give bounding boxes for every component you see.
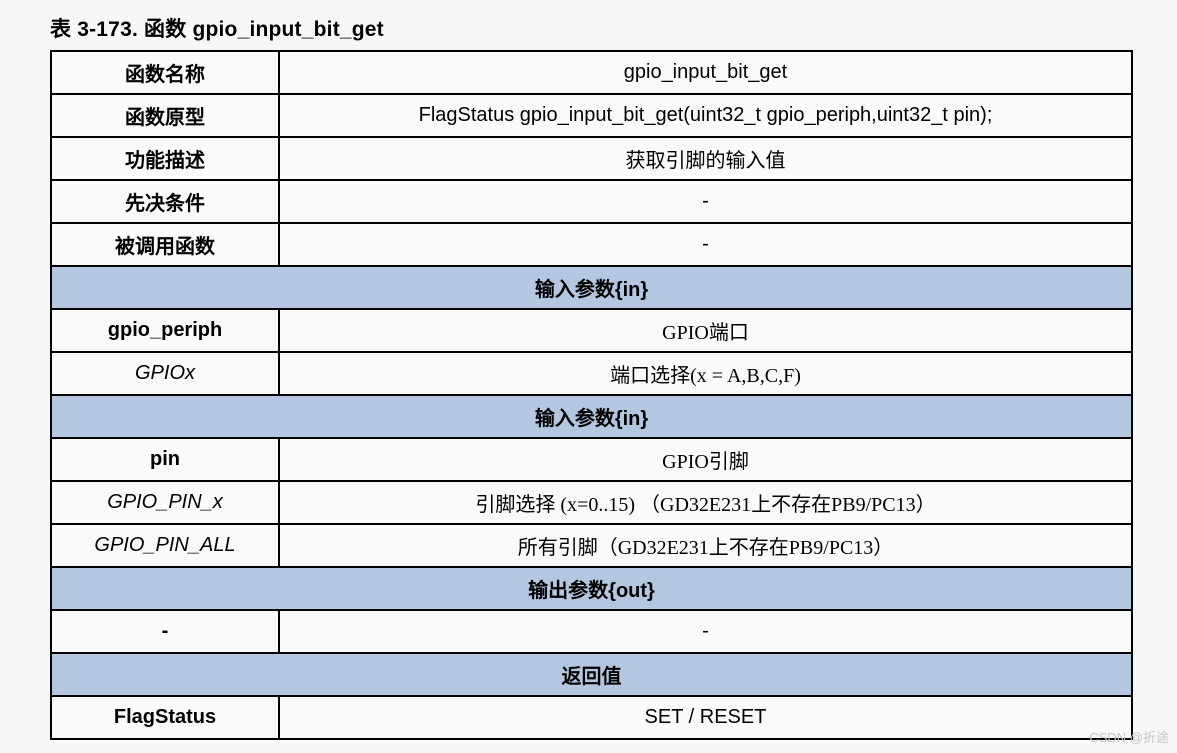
row-value: 所有引脚（GD32E231上不存在PB9/PC13） [278,523,1133,568]
table-caption: 表 3-173. 函数 gpio_input_bit_get [50,18,384,41]
section-header: 返回值 [50,652,1133,697]
section-row: 输入参数{in} [50,265,1133,310]
row-label: 被调用函数 [50,222,280,267]
row-value: GPIO引脚 [278,437,1133,482]
row-label: pin [50,437,280,482]
row-value: 端口选择(x = A,B,C,F) [278,351,1133,396]
row-value: - [278,222,1133,267]
row-value: - [278,609,1133,654]
row-label: 函数原型 [50,93,280,138]
row-label: 功能描述 [50,136,280,181]
row-value: gpio_input_bit_get [278,50,1133,95]
table-row: -- [50,609,1133,654]
section-row: 返回值 [50,652,1133,697]
section-header: 输出参数{out} [50,566,1133,611]
table-row: 功能描述获取引脚的输入值 [50,136,1133,181]
row-label: GPIO_PIN_x [50,480,280,525]
row-label: 先决条件 [50,179,280,224]
section-header: 输入参数{in} [50,265,1133,310]
row-value: 引脚选择 (x=0..15) （GD32E231上不存在PB9/PC13） [278,480,1133,525]
row-label: FlagStatus [50,695,280,740]
row-label: GPIOx [50,351,280,396]
row-value: GPIO端口 [278,308,1133,353]
table-row: 先决条件- [50,179,1133,224]
row-value: SET / RESET [278,695,1133,740]
section-row: 输出参数{out} [50,566,1133,611]
row-label: gpio_periph [50,308,280,353]
row-label: GPIO_PIN_ALL [50,523,280,568]
row-value: FlagStatus gpio_input_bit_get(uint32_t g… [278,93,1133,138]
row-label: - [50,609,280,654]
csdn-watermark: CSDN @折途 [1089,730,1169,745]
row-value: 获取引脚的输入值 [278,136,1133,181]
row-value: - [278,179,1133,224]
section-row: 输入参数{in} [50,394,1133,439]
row-label: 函数名称 [50,50,280,95]
section-header: 输入参数{in} [50,394,1133,439]
table-row: 被调用函数- [50,222,1133,267]
